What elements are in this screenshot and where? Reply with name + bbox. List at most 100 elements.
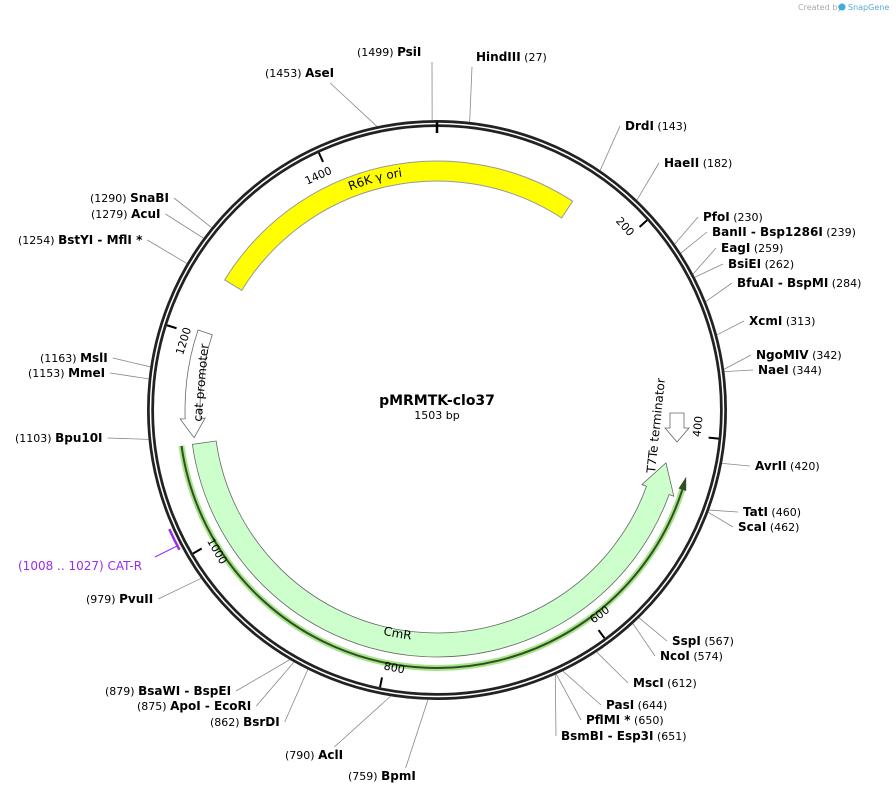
tick-600: [597, 629, 606, 639]
site-position: (460): [768, 506, 801, 519]
site-name: NgoMIV: [756, 348, 809, 362]
site-label: HaeII (182): [664, 156, 732, 170]
site-name: BpmI: [381, 769, 416, 783]
site-name: SnaBI: [130, 191, 169, 205]
site-position: (182): [699, 157, 732, 170]
site-leader-line: [110, 372, 149, 380]
site-name: AclI: [318, 748, 343, 762]
site-name: NaeI: [758, 363, 789, 377]
site-position: (862): [210, 716, 243, 729]
tick-1000: [192, 547, 203, 555]
site-label: NgoMIV (342): [756, 348, 842, 362]
site-leader-line: [173, 197, 212, 228]
site-label: (862) BsrDI: [210, 715, 280, 729]
site-leader-line: [632, 623, 656, 657]
site-leader-line: [334, 695, 391, 748]
site-leader-line: [674, 216, 699, 245]
site-leader-line: [469, 66, 473, 122]
site-label: TatI (460): [743, 505, 801, 519]
site-name: PflMI *: [586, 713, 631, 727]
site-leader-lines: [107, 61, 754, 769]
primer-arrowhead-icon: [678, 476, 687, 491]
site-position: (612): [664, 677, 697, 690]
site-position: (313): [782, 315, 815, 328]
site-position: (979): [86, 593, 119, 606]
site-leader-line: [112, 357, 151, 368]
cmr-label: CmR: [382, 624, 412, 643]
site-name: ScaI: [738, 520, 766, 534]
site-position: (567): [701, 635, 734, 648]
plasmid-length: 1503 bp: [414, 409, 459, 422]
site-position: (230): [730, 211, 763, 224]
site-leader-line: [554, 674, 557, 737]
site-label: BanII - Bsp1286I (239): [712, 225, 856, 239]
site-name: SspI: [672, 634, 701, 648]
site-label: (790) AclI: [285, 748, 343, 762]
site-leader-line: [722, 462, 751, 467]
credit-text: Created by: [798, 3, 842, 12]
site-name: Bpu10I: [55, 431, 102, 445]
tick-400: [708, 436, 719, 440]
site-label: (1254) BstYI - MflI *: [18, 233, 143, 247]
site-leader-line: [724, 369, 754, 373]
site-position: (790): [285, 749, 318, 762]
site-label: HindIII (27): [476, 50, 547, 64]
site-name: XcmI: [749, 314, 782, 328]
tick-200: [638, 219, 648, 228]
site-label: (879) BsaWI - BspEI: [105, 684, 231, 698]
feature-label-cmr: CmR: [382, 624, 412, 643]
site-leader-line: [709, 509, 739, 513]
feature-r6k-ori: [224, 160, 574, 292]
site-label: (1153) MmeI: [28, 366, 105, 380]
site-position: (875): [137, 700, 170, 713]
tick-800: [379, 677, 384, 688]
primer-leader-line: [154, 545, 178, 558]
site-name: HaeII: [664, 156, 699, 170]
site-position: (1163): [40, 352, 80, 365]
site-name: AseI: [305, 66, 334, 80]
site-label: EagI (259): [721, 241, 783, 255]
site-name: BfuAI - BspMI: [737, 276, 828, 290]
site-leader-line: [157, 578, 202, 600]
primer-binding-line: [180, 445, 684, 669]
site-position: (420): [787, 460, 820, 473]
primer-label: (1008 .. 1027) CAT-R: [18, 559, 142, 573]
site-leader-line: [638, 617, 668, 642]
site-label: SspI (567): [672, 634, 734, 648]
site-label: BsiEI (262): [728, 257, 794, 271]
tick-label-400: 400: [690, 415, 705, 437]
site-position: (879): [105, 685, 138, 698]
primer-cat-r: [168, 528, 181, 551]
site-name: PvuII: [119, 592, 153, 606]
site-name: HindIII: [476, 50, 521, 64]
tick-label-1400: 1400: [303, 164, 334, 188]
tick-1200: [166, 324, 177, 330]
site-label: (1279) AcuI: [91, 207, 161, 221]
site-name: MslI: [80, 351, 108, 365]
site-name: BanII - Bsp1286I: [712, 225, 823, 239]
site-label: (1290) SnaBI: [90, 191, 169, 205]
site-label: DrdI (143): [625, 119, 687, 133]
tick-label-200: 200: [613, 215, 637, 239]
site-position: (650): [631, 714, 664, 727]
feature-label-cat-promoter: cat promoter: [191, 343, 212, 422]
site-position: (143): [654, 120, 687, 133]
site-leader-line: [329, 82, 378, 127]
site-name: AcuI: [131, 207, 160, 221]
site-label: ScaI (462): [738, 520, 799, 534]
site-name: AvrII: [755, 459, 787, 473]
primer-name: CAT-R: [108, 559, 143, 573]
site-position: (1254): [18, 234, 58, 247]
site-leader-line: [723, 354, 752, 370]
site-position: (651): [653, 730, 686, 743]
tick-label-800: 800: [383, 659, 406, 676]
site-position: (1279): [91, 208, 131, 221]
site-leader-line: [716, 320, 745, 336]
site-name: TatI: [743, 505, 768, 519]
site-label: AvrII (420): [755, 459, 820, 473]
site-position: (239): [823, 226, 856, 239]
site-leader-line: [636, 162, 660, 201]
